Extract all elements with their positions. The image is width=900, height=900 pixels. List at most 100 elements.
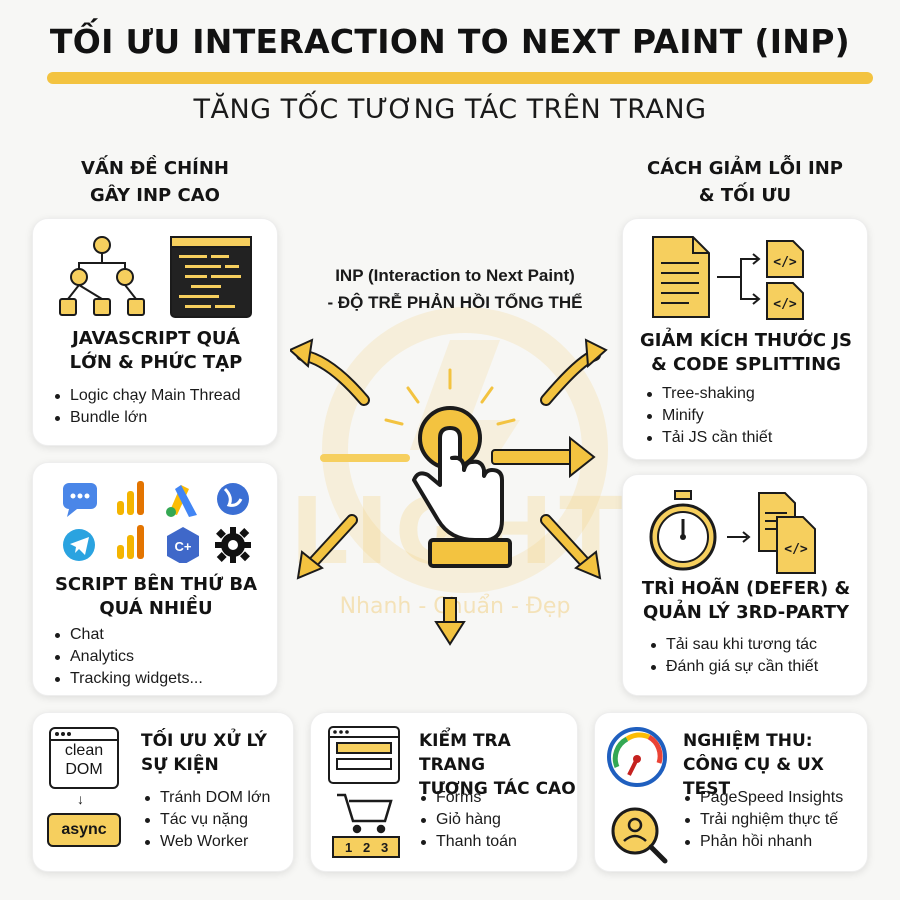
tap-hand-icon bbox=[412, 406, 512, 568]
bullet-list: PageSpeed Insights Trải nghiệm thực tế P… bbox=[683, 787, 843, 853]
card-title: NGHIỆM THU: CÔNG CỤ & UX TEST bbox=[683, 729, 867, 801]
step-number: 3 bbox=[381, 840, 388, 855]
step-number: 2 bbox=[363, 840, 370, 855]
left-speed-line bbox=[320, 454, 410, 462]
bullet-list: Forms Giỏ hàng Thanh toán bbox=[419, 787, 517, 853]
arrow-bottom-right bbox=[542, 516, 594, 572]
card-javascript-heavy: JAVASCRIPT QUÁ LỚN & PHỨC TẠP Logic chạy… bbox=[32, 218, 278, 446]
card-title-line: TỐI ƯU XỬ LÝ bbox=[141, 731, 267, 751]
card-title-line: TƯƠNG TÁC CAO bbox=[419, 779, 576, 799]
ads-icon bbox=[166, 485, 197, 517]
code-files-icon: </> bbox=[758, 492, 816, 574]
chip-label: DOM bbox=[65, 761, 103, 778]
list-item: Phản hồi nhanh bbox=[683, 831, 843, 853]
page-title: TỐI ƯU INTERACTION TO NEXT PAINT (INP) bbox=[49, 22, 851, 61]
page-subtitle: TĂNG TỐC TƯƠNG TÁC TRÊN TRANG bbox=[193, 94, 707, 125]
list-item: Giỏ hàng bbox=[419, 809, 517, 831]
center-label: INP (Interaction to Next Paint) - ĐỘ TRỄ… bbox=[290, 262, 620, 316]
card-event-handling: clean DOM ↓ async TỐI ƯU XỬ LÝ SỰ KIỆN T… bbox=[32, 712, 294, 872]
card-title: JAVASCRIPT QUÁ LỚN & PHỨC TẠP bbox=[33, 327, 279, 375]
arrow-right-icon bbox=[727, 531, 751, 543]
analytics-icon bbox=[117, 481, 144, 515]
arrow-right bbox=[491, 449, 573, 465]
card-title-line: & CODE SPLITTING bbox=[651, 354, 841, 375]
card-title-line: LỚN & PHỨC TẠP bbox=[69, 352, 243, 373]
list-item: Tránh DOM lớn bbox=[143, 787, 270, 809]
left-heading-line-1: VẤN ĐỀ CHÍNH bbox=[81, 158, 229, 179]
chat-icon bbox=[63, 483, 97, 517]
card-title-line: QUÁ NHIỀU bbox=[99, 598, 213, 619]
card-title: TỐI ƯU XỬ LÝ SỰ KIỆN bbox=[141, 729, 267, 777]
list-item: Minify bbox=[645, 405, 772, 427]
list-item: Tải JS cần thiết bbox=[645, 427, 772, 449]
card-title-line: GIẢM KÍCH THƯỚC JS bbox=[639, 330, 852, 351]
list-item: Web Worker bbox=[143, 831, 270, 853]
testing-icons bbox=[607, 727, 668, 864]
hierarchy-icon bbox=[59, 236, 145, 316]
card-title: GIẢM KÍCH THƯỚC JS & CODE SPLITTING bbox=[623, 329, 869, 377]
defer-icons: </> bbox=[649, 490, 816, 574]
center-diagram bbox=[290, 338, 608, 646]
card-title-line: SỰ KIỆN bbox=[141, 755, 219, 775]
card-title-line: SCRIPT BÊN THỨ BA bbox=[54, 574, 258, 595]
form-cart-icon: 1 2 3 bbox=[328, 726, 400, 858]
svg-text:</>: </> bbox=[784, 542, 808, 557]
bullet-list: Tránh DOM lớn Tác vụ nặng Web Worker bbox=[143, 787, 270, 853]
card-title: SCRIPT BÊN THỨ BA QUÁ NHIỀU bbox=[33, 573, 279, 621]
list-item: Tải sau khi tương tác bbox=[649, 634, 818, 656]
bullet-list: Tree-shaking Minify Tải JS cần thiết bbox=[645, 383, 772, 449]
clean-dom-window: clean DOM bbox=[49, 727, 119, 789]
list-item: Chat bbox=[53, 624, 203, 646]
arrow-down-icon: ↓ bbox=[77, 791, 84, 807]
svg-text:</>: </> bbox=[773, 255, 797, 270]
bullet-list: Chat Analytics Tracking widgets... bbox=[53, 624, 203, 690]
list-item: Analytics bbox=[53, 646, 203, 668]
card-defer-third-party: </> TRÌ HOÃN (DEFER) & QUẢN LÝ 3RD-PARTY… bbox=[622, 474, 868, 696]
list-item: Logic chạy Main Thread bbox=[53, 385, 240, 407]
center-label-line-2: - ĐỘ TRỄ PHẢN HỒI TỔNG THỂ bbox=[327, 293, 583, 312]
globe-icon bbox=[217, 483, 249, 515]
arrow-top-left bbox=[298, 351, 368, 404]
list-item: Tree-shaking bbox=[645, 383, 772, 405]
center-label-line-1: INP (Interaction to Next Paint) bbox=[335, 266, 575, 285]
arrow-bottom-left bbox=[304, 516, 356, 572]
code-editor-icon bbox=[170, 236, 252, 318]
cart-icon bbox=[337, 793, 393, 834]
card-title: KIỂM TRA TRANG TƯƠNG TÁC CAO bbox=[419, 729, 577, 801]
user-search-icon bbox=[611, 807, 668, 864]
card-interactive-pages: 1 2 3 KIỂM TRA TRANG TƯƠNG TÁC CAO Forms… bbox=[310, 712, 578, 872]
list-item: Bundle lớn bbox=[53, 407, 240, 429]
svg-text:</>: </> bbox=[773, 297, 797, 312]
chip-label: clean bbox=[64, 742, 104, 759]
list-item: Trải nghiệm thực tế bbox=[683, 809, 843, 831]
list-item: Đánh giá sự cần thiết bbox=[649, 656, 818, 678]
tap-spark-lines bbox=[384, 368, 516, 426]
list-item: Thanh toán bbox=[419, 831, 517, 853]
analytics-icon bbox=[117, 525, 144, 559]
card-title: TRÌ HOÃN (DEFER) & QUẢN LÝ 3RD-PARTY bbox=[623, 577, 869, 625]
third-party-icons: C+ bbox=[63, 481, 251, 563]
svg-text:C+: C+ bbox=[175, 539, 192, 554]
arrow-bottom bbox=[443, 597, 457, 625]
cplusplus-icon: C+ bbox=[167, 527, 199, 563]
left-column-heading: VẤN ĐỀ CHÍNH GÂY INP CAO bbox=[35, 155, 275, 209]
card-third-party-scripts: C+ SCRIPT BÊN THỨ BA QUÁ NHIỀU Chat Anal… bbox=[32, 462, 278, 696]
card-title-line: TRÌ HOÃN (DEFER) & bbox=[641, 578, 851, 599]
card-title-line: CÔNG CỤ & UX TEST bbox=[683, 755, 824, 799]
right-heading-line-1: CÁCH GIẢM LỖI INP bbox=[647, 158, 843, 179]
card-testing-tools: NGHIỆM THU: CÔNG CỤ & UX TEST PageSpeed … bbox=[594, 712, 868, 872]
card-reduce-js-size: </> </> GIẢM KÍCH THƯỚC JS & CODE SPLITT… bbox=[622, 218, 868, 460]
pagespeed-gauge-icon bbox=[607, 727, 667, 787]
list-item: Tác vụ nặng bbox=[143, 809, 270, 831]
card-title-line: KIỂM TRA TRANG bbox=[419, 731, 511, 775]
title-underline bbox=[47, 72, 873, 84]
list-item: PageSpeed Insights bbox=[683, 787, 843, 809]
card-title-line: NGHIỆM THU: bbox=[683, 731, 813, 751]
bullet-list: Tải sau khi tương tác Đánh giá sự cần th… bbox=[649, 634, 818, 678]
gear-icon bbox=[215, 527, 251, 563]
right-column-heading: CÁCH GIẢM LỖI INP & TỐI ƯU bbox=[610, 155, 880, 209]
right-heading-line-2: & TỐI ƯU bbox=[698, 185, 792, 206]
async-chip: async bbox=[47, 813, 121, 847]
telegram-icon bbox=[63, 529, 95, 561]
code-splitting-icon: </> </> bbox=[652, 236, 804, 320]
